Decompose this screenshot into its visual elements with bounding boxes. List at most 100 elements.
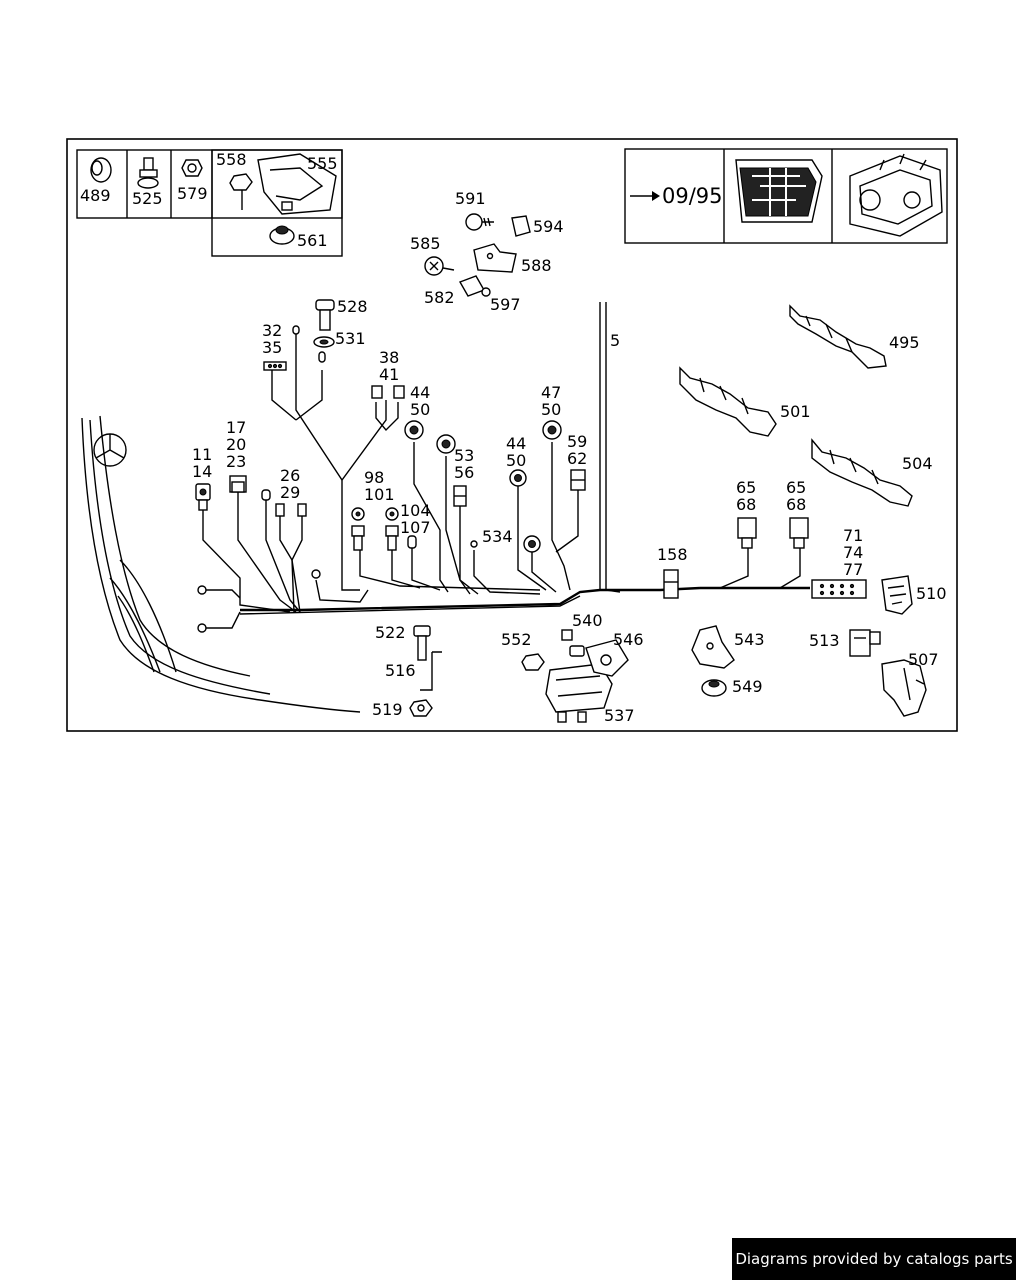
label-35: 35 xyxy=(262,338,282,357)
round-connector-44-50-a xyxy=(404,420,456,454)
label-104: 104 xyxy=(400,501,431,520)
label-17: 17 xyxy=(226,418,246,437)
label-44-a: 44 xyxy=(410,383,430,402)
part-516-bracket xyxy=(420,651,442,691)
label-59: 59 xyxy=(567,432,587,451)
label-555: 555 xyxy=(307,154,338,173)
part-525-bolt xyxy=(137,157,159,189)
part-513-clip xyxy=(849,629,881,657)
connector-17-23 xyxy=(229,475,247,493)
label-534: 534 xyxy=(482,527,513,546)
cover-495 xyxy=(789,304,887,369)
label-50-b: 50 xyxy=(541,400,561,419)
label-77: 77 xyxy=(843,560,863,579)
part-549-grommet xyxy=(701,679,727,697)
sensor-104-107 xyxy=(385,507,417,551)
connector-71-77 xyxy=(811,579,867,599)
part-591-screw xyxy=(465,213,494,231)
label-585: 585 xyxy=(410,234,441,253)
label-107: 107 xyxy=(400,518,431,537)
cover-504 xyxy=(811,438,913,507)
inset-date: 09/95 xyxy=(662,184,723,208)
label-41: 41 xyxy=(379,365,399,384)
label-50-c: 50 xyxy=(506,451,526,470)
label-588: 588 xyxy=(521,256,552,275)
label-558: 558 xyxy=(216,150,247,169)
label-23: 23 xyxy=(226,452,246,471)
part-558-screw xyxy=(229,173,253,210)
label-579: 579 xyxy=(177,184,208,203)
label-20: 20 xyxy=(226,435,246,454)
part-588-bracket xyxy=(473,243,517,273)
part-543-bracket xyxy=(691,625,735,669)
label-504: 504 xyxy=(902,454,933,473)
label-56: 56 xyxy=(454,463,474,482)
label-540: 540 xyxy=(572,611,603,630)
label-50-a: 50 xyxy=(410,400,430,419)
label-543: 543 xyxy=(734,630,765,649)
part-519-nut xyxy=(409,699,433,717)
label-26: 26 xyxy=(280,466,300,485)
connector-32-35 xyxy=(263,325,326,371)
label-53: 53 xyxy=(454,446,474,465)
round-connector-47-50 xyxy=(542,420,562,440)
label-582: 582 xyxy=(424,288,455,307)
connector-53-56 xyxy=(453,485,467,507)
label-65-a: 65 xyxy=(736,478,756,497)
label-525: 525 xyxy=(132,189,163,208)
label-62: 62 xyxy=(567,449,587,468)
label-38: 38 xyxy=(379,348,399,367)
label-68-b: 68 xyxy=(786,495,806,514)
label-537: 537 xyxy=(604,706,635,725)
part-531-grommet xyxy=(313,336,335,348)
connector-59-62 xyxy=(570,469,586,491)
part-489-plug xyxy=(90,157,112,183)
cover-501 xyxy=(679,366,777,437)
part-510-cover xyxy=(881,575,913,615)
label-546: 546 xyxy=(613,630,644,649)
part-582-sensor xyxy=(458,275,491,297)
label-11: 11 xyxy=(192,445,212,464)
label-522: 522 xyxy=(375,623,406,642)
label-528: 528 xyxy=(337,297,368,316)
part-540-fitting xyxy=(561,629,585,657)
label-32: 32 xyxy=(262,321,282,340)
part-546-valve xyxy=(585,639,629,677)
label-507: 507 xyxy=(908,650,939,669)
harness-trunk xyxy=(197,302,810,633)
label-29: 29 xyxy=(280,483,300,502)
part-585-screw xyxy=(424,256,455,276)
part-594-clip xyxy=(511,215,531,237)
label-44-b: 44 xyxy=(506,434,526,453)
label-591: 591 xyxy=(455,189,486,208)
label-531: 531 xyxy=(335,329,366,348)
label-74: 74 xyxy=(843,543,863,562)
connectors-29 xyxy=(275,503,307,517)
label-495: 495 xyxy=(889,333,920,352)
round-connector-44-50-b xyxy=(509,469,541,553)
label-501: 501 xyxy=(780,402,811,421)
part-507-holder xyxy=(881,659,927,717)
label-561: 561 xyxy=(297,231,328,250)
label-101: 101 xyxy=(364,485,395,504)
connector-38-41 xyxy=(371,385,405,399)
sensor-98-101 xyxy=(351,507,365,551)
label-47: 47 xyxy=(541,383,561,402)
label-594: 594 xyxy=(533,217,564,236)
label-65-b: 65 xyxy=(786,478,806,497)
part-555-bracket xyxy=(257,153,337,215)
label-98: 98 xyxy=(364,468,384,487)
small-parts-table xyxy=(76,149,343,257)
label-489: 489 xyxy=(80,186,111,205)
label-552: 552 xyxy=(501,630,532,649)
part-579-nut xyxy=(181,159,203,177)
label-597: 597 xyxy=(490,295,521,314)
part-552-fitting xyxy=(521,653,545,671)
label-5: 5 xyxy=(610,331,620,350)
label-549: 549 xyxy=(732,677,763,696)
terminal-26 xyxy=(261,489,271,501)
part-561-nut xyxy=(269,225,295,245)
label-71: 71 xyxy=(843,526,863,545)
label-510: 510 xyxy=(916,584,947,603)
